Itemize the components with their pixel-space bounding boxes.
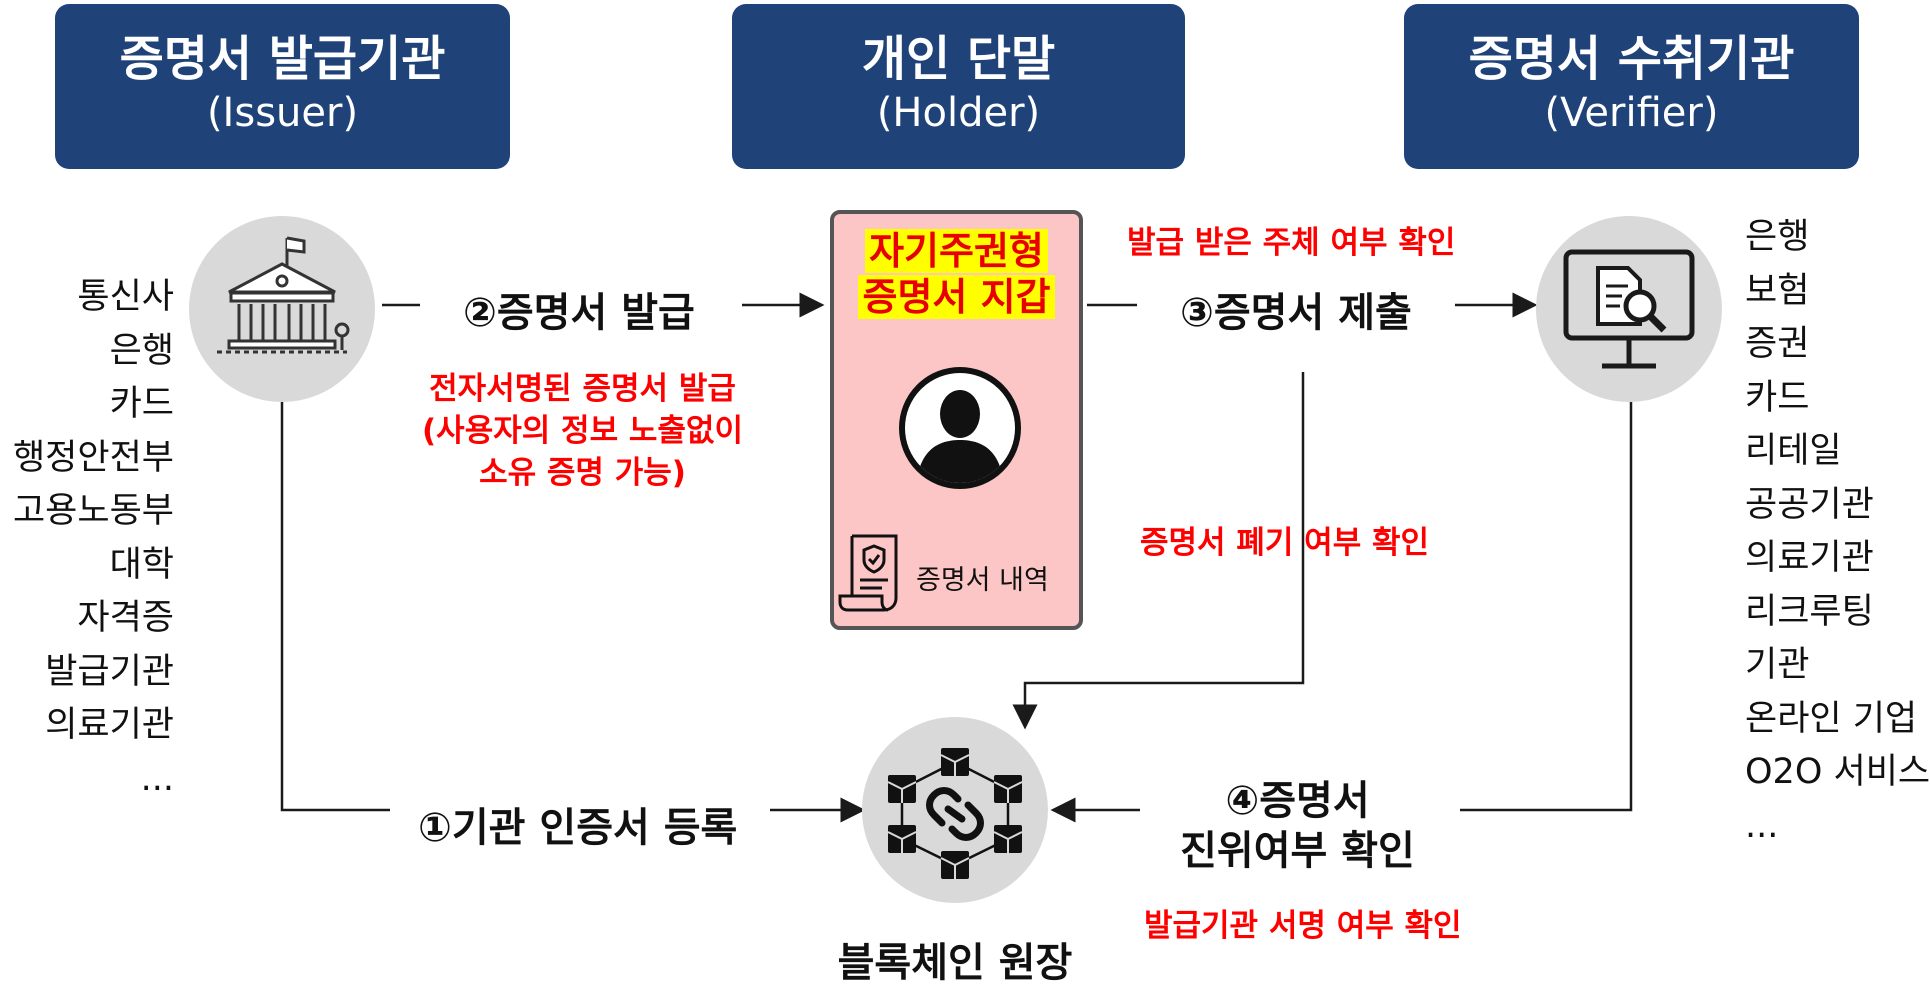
wallet-title: 자기주권형 증명서 지갑 [834,228,1079,320]
document-search-monitor-icon [1563,249,1695,369]
list-item: 발급기관 [45,651,174,692]
list-item: 증권 [1745,324,1810,364]
issuer-header: 증명서 발급기관 (Issuer) [55,4,510,169]
list-item: O2O 서비스 [1745,752,1930,792]
list-item: 리테일 [1745,431,1842,471]
list-item: 은행 [109,330,174,371]
list-item: 리크루팅 [1745,591,1874,632]
step4-label-line2: 진위여부 확인 [1180,828,1415,874]
signature-check-note: 발급기관 서명 여부 확인 [1144,908,1462,944]
wallet-title-line2: 증명서 지갑 [858,275,1055,319]
chain-link-icon [926,787,984,841]
issue-note-line1: 전자서명된 증명서 발급 [429,371,736,407]
list-item: 카드 [109,384,174,424]
issue-note-line3: 소유 증명 가능) [479,455,686,491]
wallet-card: 자기주권형 증명서 지갑 증명서 내역 [830,210,1083,630]
issuer-list: 통신사 은행 카드 행정안전부 고용노동부 대학 자격증 발급기관 의료기관 .… [13,271,174,806]
holder-subtitle: (Holder) [876,90,1041,136]
list-item: 고용노동부 [12,491,174,531]
list-item: 카드 [1745,377,1810,418]
list-item: ... [140,758,174,799]
step4-label-line1: ④증명서 [1225,778,1370,824]
step2-label: ②증명서 발급 [463,290,695,336]
ledger-circle [862,717,1048,903]
ledger-label: 블록체인 원장 [837,940,1073,986]
user-avatar-icon [899,367,1021,489]
step4-label: ④증명서 진위여부 확인 [1180,776,1415,876]
list-item: ... [1745,805,1779,846]
wallet-title-line1: 자기주권형 [865,229,1048,273]
step3-label: ③증명서 제출 [1180,290,1412,336]
subject-check-note: 발급 받은 주체 여부 확인 [1127,225,1456,261]
list-item: 대학 [109,544,174,585]
certificate-scroll-icon [838,534,898,612]
list-item: 의료기관 [45,705,174,745]
step1-line [280,402,390,812]
issuer-subtitle: (Issuer) [206,90,359,136]
revoke-check-arrow [1012,372,1305,730]
step4-line [1460,402,1633,812]
issue-note-line2: (사용자의 정보 노출없이 [422,413,743,449]
holder-title: 개인 단말 [861,31,1056,87]
list-item: 통신사 [77,277,174,317]
verifier-circle [1536,216,1722,402]
list-item: 자격증 [77,598,174,638]
blockchain-network-icon [887,748,1023,879]
institution-building-icon [217,236,350,354]
issuer-circle [189,216,375,402]
list-item: 행정안전부 [12,437,174,478]
verifier-subtitle: (Verifier) [1544,90,1719,136]
list-item: 기관 [1745,645,1810,685]
list-item: 공공기관 [1745,484,1874,525]
certificate-history-label: 증명서 내역 [916,565,1049,596]
holder-header: 개인 단말 (Holder) [732,4,1185,169]
revoke-check-note: 증명서 폐기 여부 확인 [1140,525,1430,561]
list-item: 온라인 기업 [1745,698,1918,739]
list-item: 보험 [1745,270,1810,311]
issuer-title: 증명서 발급기관 [119,31,446,87]
verifier-title: 증명서 수취기관 [1468,31,1795,87]
list-item: 의료기관 [1745,538,1874,578]
step1-label: ①기관 인증서 등록 [418,805,738,851]
list-item: 은행 [1745,217,1810,257]
verifier-list: 은행 보험 증권 카드 리테일 공공기관 의료기관 리크루팅 기관 온라인 기업… [1745,211,1930,853]
issue-note: 전자서명된 증명서 발급 (사용자의 정보 노출없이 소유 증명 가능) [405,368,760,494]
verifier-header: 증명서 수취기관 (Verifier) [1404,4,1859,169]
